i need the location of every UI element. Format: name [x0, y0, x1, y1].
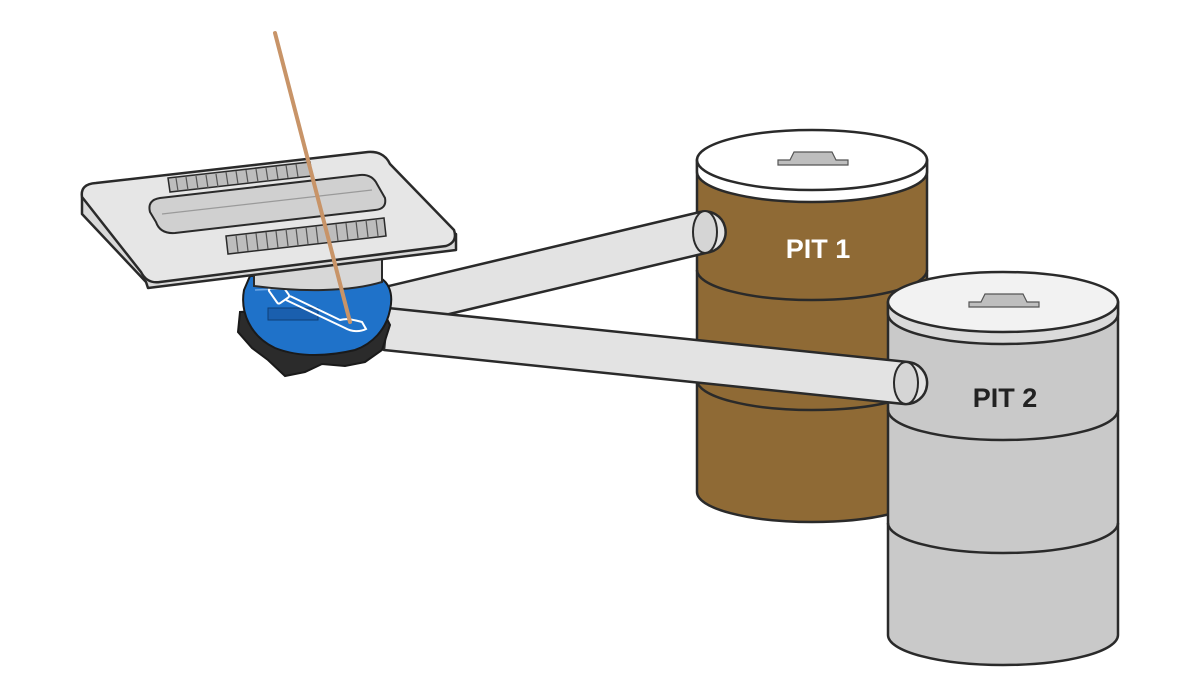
diverter-rod [273, 31, 352, 324]
foot-rest-right [225, 217, 387, 255]
pit-2-body [886, 300, 1120, 667]
pipe-to-pit-1 [370, 210, 727, 332]
pit-2-ring [886, 522, 1120, 555]
pit-2-label: PIT 2 [973, 383, 1038, 413]
toilet-pan [80, 150, 458, 292]
pit-2 [886, 270, 1120, 667]
pit-1-label: PIT 1 [786, 234, 851, 264]
pit-2-ring [886, 409, 1120, 442]
pit-1-lid-handle-icon [777, 151, 849, 166]
pit-2-lid-handle-icon [968, 293, 1040, 308]
junction-chamber [236, 275, 393, 378]
pan-bowl [148, 173, 387, 235]
pit-1 [695, 128, 929, 524]
pipe-to-pit-2 [382, 306, 929, 406]
